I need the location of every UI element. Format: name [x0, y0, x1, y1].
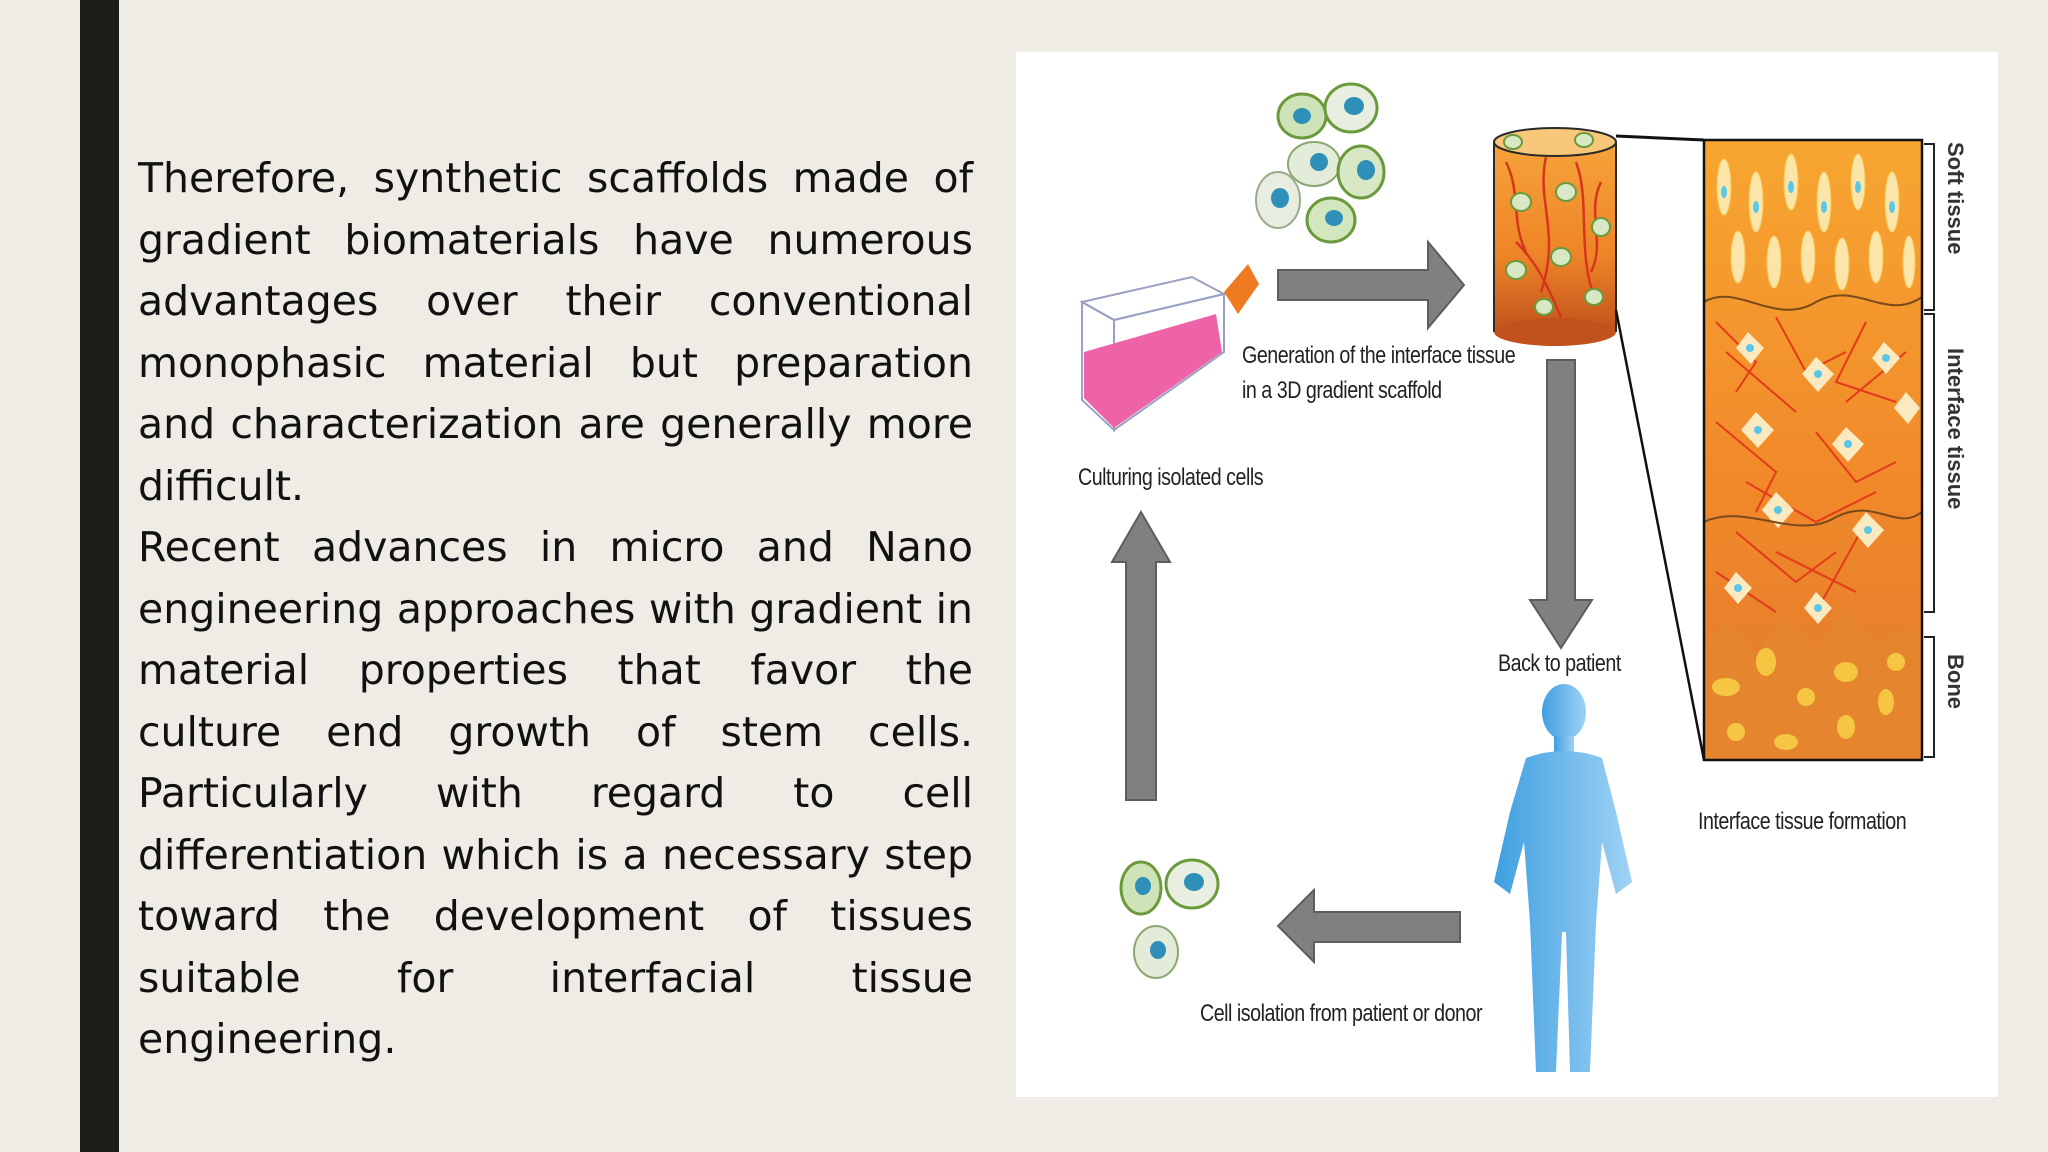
isolated-cells-bottom: [1119, 858, 1220, 979]
layer-brackets: [1924, 143, 1935, 758]
figure-panel: Generation of the interface tissue in a …: [1016, 52, 1998, 1097]
label-culturing: Culturing isolated cells: [1078, 464, 1264, 491]
arrow-right: [1277, 239, 1466, 331]
interface-tissue-band: [1702, 138, 1924, 762]
label-back-to-patient: Back to patient: [1498, 650, 1621, 677]
paragraph-1: Therefore, synthetic scaffolds made of g…: [138, 154, 973, 510]
isolated-cells-top: [1255, 82, 1386, 244]
gradient-scaffold: [1493, 127, 1617, 346]
label-cell-isolation: Cell isolation from patient or donor: [1200, 1000, 1483, 1027]
label-generation-line-2: in a 3D gradient scaffold: [1242, 377, 1442, 404]
tissue-engineering-diagram: [1079, 82, 1935, 1072]
patient-figure: [1494, 684, 1632, 1072]
label-bone: Bone: [1943, 654, 1968, 709]
arrow-down: [1528, 359, 1594, 650]
label-soft-tissue: Soft tissue: [1943, 142, 1968, 255]
paragraph-2: Recent advances in micro and Nano engine…: [138, 523, 973, 1063]
label-interface-formation: Interface tissue formation: [1698, 808, 1907, 835]
accent-bar: [80, 0, 119, 1152]
arrow-up: [1110, 510, 1172, 801]
culture-flask: [1079, 264, 1259, 433]
body-text: Therefore, synthetic scaffolds made of g…: [138, 148, 973, 1071]
arrow-left: [1276, 887, 1461, 965]
label-generation-line-1: Generation of the interface tissue: [1242, 342, 1516, 369]
label-interface-tissue: Interface tissue: [1943, 348, 1968, 510]
